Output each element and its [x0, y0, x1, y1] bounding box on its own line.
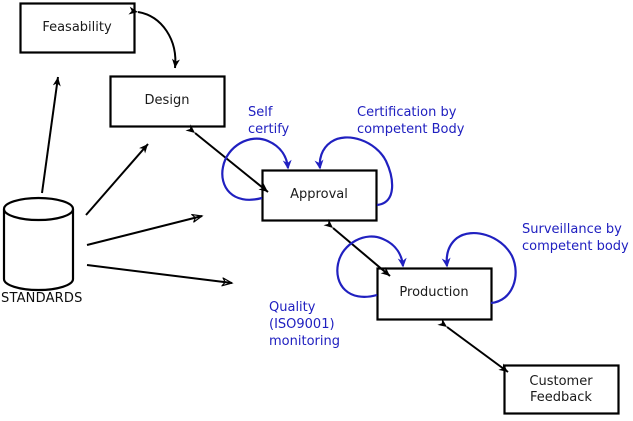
edge-approval-to-design [185, 124, 269, 193]
loop-approval-self-certify [221, 137, 292, 201]
loop-production-surveillance [441, 232, 517, 305]
loop-production-quality [336, 235, 407, 298]
annotation-quality-iso9001-monitoring: Quality (ISO9001) monitoring [269, 300, 340, 349]
node-design[interactable] [109, 75, 226, 128]
node-customer-feedback[interactable] [503, 364, 620, 415]
edge-design-to-feasability [128, 6, 180, 69]
edge-standards-to-design [85, 143, 149, 216]
annotation-surveillance-by-competent-body: Surveillance by competent body [522, 222, 629, 254]
edge-standards-to-feasability [41, 76, 61, 194]
loop-approval-certification [314, 136, 394, 207]
node-standards-cylinder[interactable] [2, 196, 75, 292]
node-label-standards: STANDARDS [1, 291, 83, 306]
annotation-self-certify: Self certify [248, 105, 290, 137]
edge-production-to-approval [323, 219, 391, 277]
edge-production-to-customer-feedback [437, 318, 509, 373]
node-approval[interactable] [261, 169, 378, 222]
edge-standards-to-approval [86, 216, 202, 246]
node-production[interactable] [376, 267, 493, 321]
node-feasability[interactable] [19, 2, 136, 54]
annotation-certification-by-competent-body: Certification by competent Body [357, 105, 465, 137]
edge-standards-to-production [86, 264, 232, 283]
